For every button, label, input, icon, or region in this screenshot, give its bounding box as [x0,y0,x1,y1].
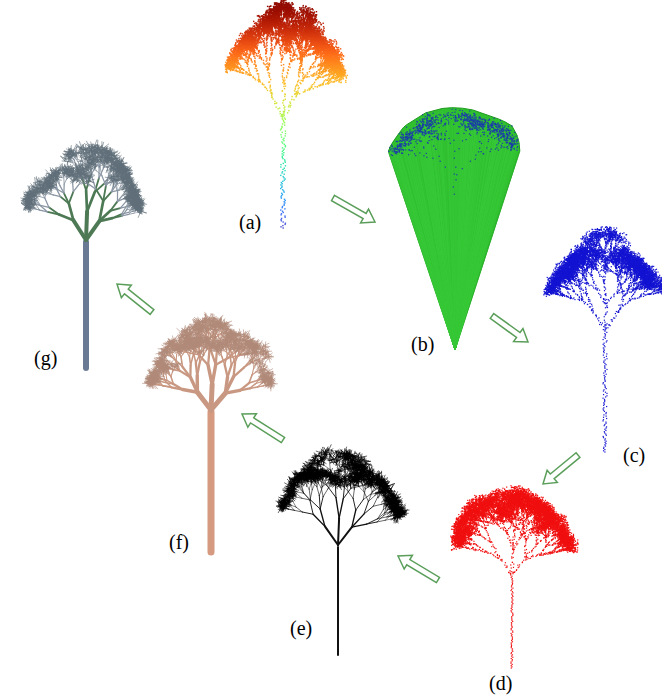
flow-arrows [117,195,580,582]
panel-label: (e) [289,617,313,639]
flow-arrow [117,284,154,314]
tree-f [142,312,278,552]
tree-c [543,226,662,453]
panel-label: (c) [622,444,646,466]
tree-g [20,139,147,368]
tree-b [388,108,520,350]
panel-label: (g) [33,347,58,369]
flow-arrow [332,195,375,223]
panel-label: (b) [410,333,435,355]
flow-arrow [490,314,528,342]
tree-e [276,444,410,655]
flow-arrow [543,453,580,484]
panel-label: (a) [238,211,262,233]
tree-d [450,485,578,669]
panel-label: (d) [488,672,513,694]
tree-a [225,0,348,229]
flow-arrow [242,414,285,443]
panel-label: (f) [168,531,190,553]
flow-arrow [398,555,440,582]
